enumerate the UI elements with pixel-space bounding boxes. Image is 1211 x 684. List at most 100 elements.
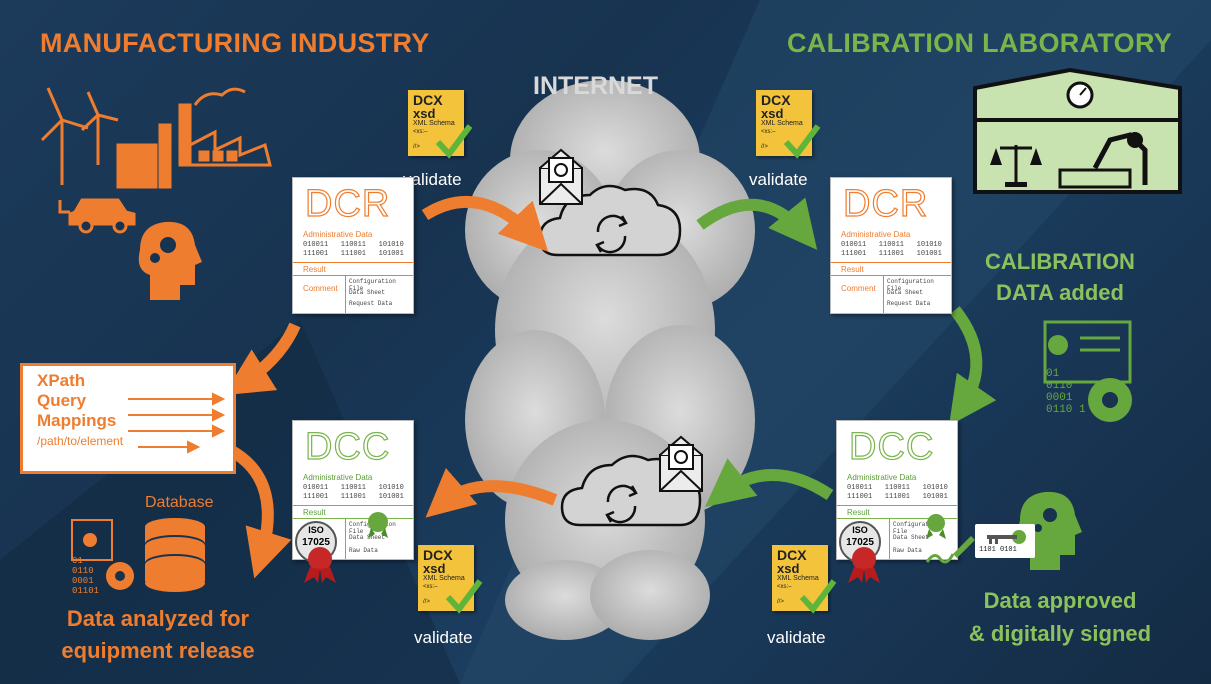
dcr-file-config: Configuration File	[349, 278, 396, 292]
dcc-file-raw: Raw Data	[893, 547, 922, 554]
arrow-lab-dcc-to-internet	[705, 458, 834, 507]
validate-label-bottom-right: validate	[767, 628, 826, 647]
dcc-document-right: DCC Administrative Data 010011 110011 10…	[836, 420, 958, 563]
checkmark-icon	[445, 579, 483, 614]
arrow-xpath-to-database	[226, 444, 292, 579]
xpath-line-1: XPath	[37, 371, 86, 390]
green-seal-icon	[926, 514, 946, 539]
arrow-dcr-to-dcc-lab	[948, 306, 997, 426]
xpath-mappings-card: XPath Query Mappings /path/to/element	[20, 363, 236, 474]
signature-pen-icon	[925, 536, 975, 564]
dcx-schema-card-top-left: DCX xsd XML Schema <xs:– //>	[408, 90, 473, 159]
arrow-internet-to-lab-dcr	[696, 197, 818, 250]
dcc-binary-row-1: 010011 110011 101010	[847, 484, 948, 492]
iso-seal-number: 17025	[302, 537, 330, 548]
xsd-label: xsd	[423, 561, 446, 576]
dcx-schema-card-bottom-left: DCX xsd XML Schema <xs:– //>	[418, 545, 483, 614]
validate-label-bottom-left: validate	[414, 628, 473, 647]
binary-line: 0001	[72, 576, 94, 586]
arrow-internet-to-dcc	[425, 467, 558, 518]
dcx-label: DCX	[413, 92, 443, 108]
calibration-data-added-caption: CALIBRATION DATA added	[960, 246, 1160, 308]
red-ribbon-icon	[848, 547, 880, 583]
calibration-laboratory-heading: CALIBRATION LABORATORY	[787, 28, 1173, 58]
xpath-line-2: Query	[37, 391, 87, 410]
dcx-label: DCX	[761, 92, 791, 108]
dcr-admin-label: Administrative Data	[841, 230, 911, 239]
checkmark-icon	[799, 579, 837, 614]
head-gears-icon-left	[138, 221, 202, 300]
background-shadow-band	[0, 320, 460, 684]
dcc-result-label: Result	[847, 508, 870, 517]
dcr-binary-row-2: 111001 111001 101001	[841, 250, 942, 258]
xsd-label: xsd	[413, 106, 436, 121]
red-ribbon-icon	[304, 547, 336, 583]
close-tag-label: //>	[413, 144, 420, 150]
binary-line: 0001	[1046, 392, 1073, 404]
database-label: Database	[145, 494, 214, 511]
binary-line: 0110	[72, 566, 94, 576]
dcr-file-request: Request Data	[349, 300, 393, 307]
dcc-admin-label: Administrative Data	[303, 473, 373, 482]
dcr-title: DCR	[842, 183, 929, 225]
manufacturing-industry-heading: MANUFACTURING INDUSTRY	[40, 28, 430, 58]
key-icon	[987, 530, 1026, 544]
close-tag-label: //>	[761, 144, 768, 150]
xs-tag-label: <xs:–	[761, 129, 776, 135]
caption-line-1: Data approved	[983, 588, 1137, 613]
data-gears-icon-right	[1043, 320, 1132, 422]
dcr-comment-label: Comment	[303, 284, 338, 293]
caption-line-2: DATA added	[996, 280, 1124, 305]
checkmark-icon	[435, 124, 473, 159]
xs-tag-label: <xs:–	[423, 584, 438, 590]
close-tag-label: //>	[423, 599, 430, 605]
dcr-title: DCR	[304, 183, 391, 225]
dcx-label: DCX	[777, 547, 807, 563]
calibration-lab-building-icon	[973, 67, 1182, 194]
dcc-binary-row-2: 111001 111001 101001	[847, 493, 948, 501]
close-tag-label: //>	[777, 599, 784, 605]
dcr-file-config: Configuration File	[887, 278, 934, 292]
dcr-file-request: Request Data	[887, 300, 931, 307]
dcx-schema-card-top-right: DCX xsd XML Schema <xs:– //>	[756, 90, 821, 159]
arrow-dcr-to-xpath	[223, 322, 301, 396]
binary-stack-right: 01 0110 0001 0110 1	[1046, 368, 1086, 416]
green-seal-icon	[368, 512, 388, 538]
xml-schema-label: XML Schema	[413, 120, 455, 127]
checkmark-icon	[783, 124, 821, 159]
dcr-binary-row-1: 010011 110011 101010	[841, 241, 942, 249]
envelope-icon-bottom	[659, 435, 703, 492]
internet-heading: INTERNET	[533, 72, 658, 100]
dcc-file-raw: Raw Data	[349, 547, 378, 554]
key-bits: 1101 0101	[979, 546, 1017, 554]
factory-icon	[40, 87, 272, 234]
xpath-line-4: /path/to/element	[37, 434, 124, 448]
xml-schema-label: XML Schema	[761, 120, 803, 127]
dcr-file-datasheet: Data Sheet	[887, 289, 924, 296]
iso-seal-top: ISO	[308, 525, 324, 535]
xs-tag-label: <xs:–	[777, 584, 792, 590]
dcc-title: DCC	[848, 426, 935, 468]
dcr-comment-label: Comment	[841, 284, 876, 293]
xs-tag-label: <xs:–	[413, 129, 428, 135]
dcr-result-label: Result	[303, 265, 326, 274]
binary-line: 01	[72, 556, 83, 566]
data-gears-icon-left	[71, 519, 134, 590]
mapping-arrows-icon	[128, 392, 226, 454]
dcr-result-label: Result	[841, 265, 864, 274]
envelope-icon-top	[539, 148, 583, 205]
xml-schema-label: XML Schema	[777, 575, 819, 582]
iso-seal-number: 17025	[846, 537, 874, 548]
dcc-title: DCC	[304, 426, 391, 468]
binary-line: 01	[1046, 368, 1060, 380]
validate-label-top-left: validate	[403, 170, 462, 189]
dcc-binary-row-2: 111001 111001 101001	[303, 493, 404, 501]
binary-stack-left: 01 0110 0001 01101	[72, 556, 99, 596]
xml-schema-label: XML Schema	[423, 575, 465, 582]
caption-line-1: CALIBRATION	[985, 249, 1135, 274]
dcc-file-datasheet: Data Sheet	[893, 534, 930, 541]
xpath-line-3: Mappings	[37, 411, 117, 430]
dcr-file-datasheet: Data Sheet	[349, 289, 386, 296]
dcr-binary-row-2: 111001 111001 101001	[303, 250, 404, 258]
